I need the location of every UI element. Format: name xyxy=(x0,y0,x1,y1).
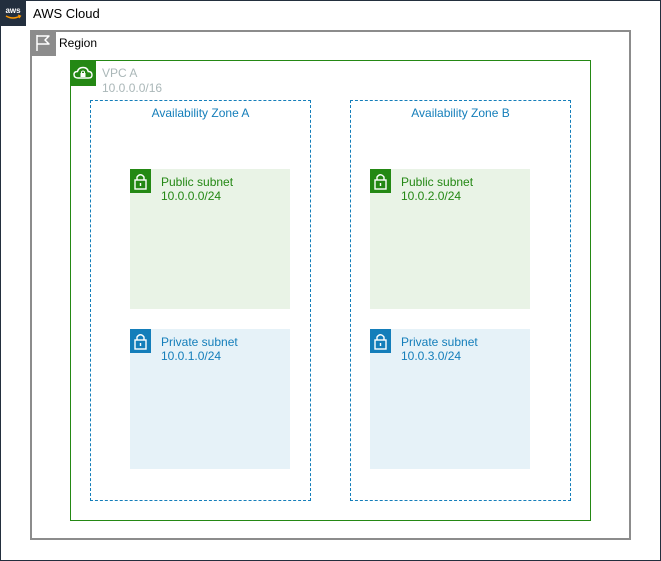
public-subnet-b xyxy=(370,169,530,309)
public-subnet-b-cidr: 10.0.2.0/24 xyxy=(401,189,462,203)
vpc-group xyxy=(70,60,591,521)
region-title: Region xyxy=(59,36,98,50)
private-subnet-b-name: Private subnet xyxy=(401,335,478,349)
vpc-cidr: 10.0.0.0/16 xyxy=(102,81,163,95)
lock-icon xyxy=(370,169,391,193)
vpc-title: VPC A xyxy=(102,66,138,80)
flag-icon xyxy=(30,30,56,56)
availability-zone-a xyxy=(90,100,311,501)
public-subnet-a-name: Public subnet xyxy=(161,175,234,189)
aws-logo-icon: aws xyxy=(0,0,26,26)
public-subnet-a xyxy=(130,169,290,309)
private-subnet-a-cidr: 10.0.1.0/24 xyxy=(161,349,222,363)
private-subnet-b xyxy=(370,329,530,469)
availability-zone-a-title: Availability Zone A xyxy=(151,106,250,120)
region-group xyxy=(30,30,631,540)
aws-cloud-title: AWS Cloud xyxy=(33,6,100,21)
private-subnet-a xyxy=(130,329,290,469)
availability-zone-b-title: Availability Zone B xyxy=(411,106,510,120)
private-subnet-b-cidr: 10.0.3.0/24 xyxy=(401,349,462,363)
private-subnet-a-name: Private subnet xyxy=(161,335,238,349)
svg-text:aws: aws xyxy=(5,6,21,15)
public-subnet-a-cidr: 10.0.0.0/24 xyxy=(161,189,222,203)
public-subnet-b-name: Public subnet xyxy=(401,175,474,189)
vpc-cloud-lock-icon xyxy=(70,60,96,86)
availability-zone-b xyxy=(350,100,571,501)
lock-icon xyxy=(130,329,151,353)
lock-icon xyxy=(130,169,151,193)
lock-icon xyxy=(370,329,391,353)
